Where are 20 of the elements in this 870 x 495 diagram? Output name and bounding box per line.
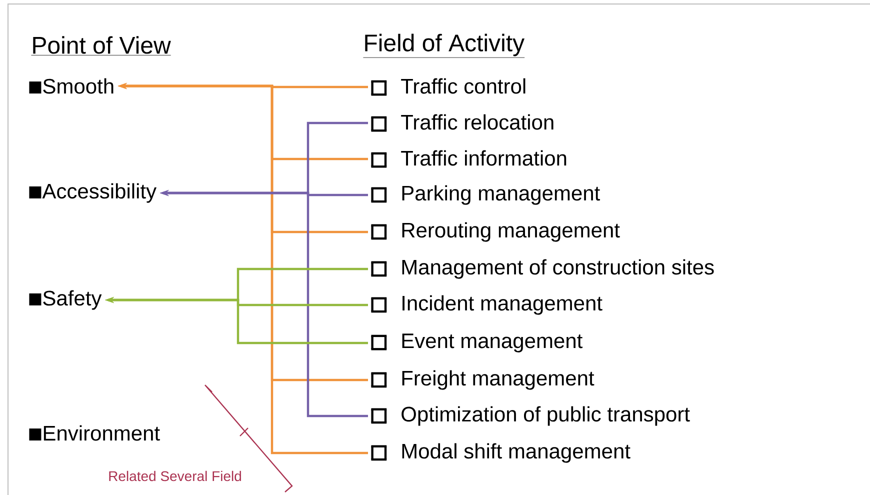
checkbox-item: Event management [371, 334, 582, 352]
node-label: Safety [43, 290, 102, 310]
bullet-item: Smooth [29, 78, 114, 94]
checkbox-item: Traffic information [371, 150, 566, 168]
bullet-item: Environment [29, 425, 160, 441]
checkbox-item: Parking management [371, 185, 600, 205]
checkbox-item: Freight management [371, 370, 594, 390]
bullet-item: Accessibility [29, 183, 157, 203]
checkbox-item: Traffic control [371, 78, 526, 96]
checkbox-item: Traffic relocation [371, 114, 554, 132]
heading: Point of View [31, 36, 172, 56]
checkbox-item: Rerouting management [371, 222, 620, 242]
checkbox-item: Optimization of public transport [371, 406, 690, 426]
node-label: Smooth [43, 78, 114, 94]
checkbox-item: Incident management [371, 295, 602, 315]
checkbox-item: Modal shift management [371, 443, 630, 463]
checkbox-item: Management of construction sites [371, 259, 714, 279]
bracket-label: Related Several Field [109, 470, 241, 482]
heading: Field of Activity [363, 34, 525, 58]
bullet-item: Safety [29, 290, 102, 310]
